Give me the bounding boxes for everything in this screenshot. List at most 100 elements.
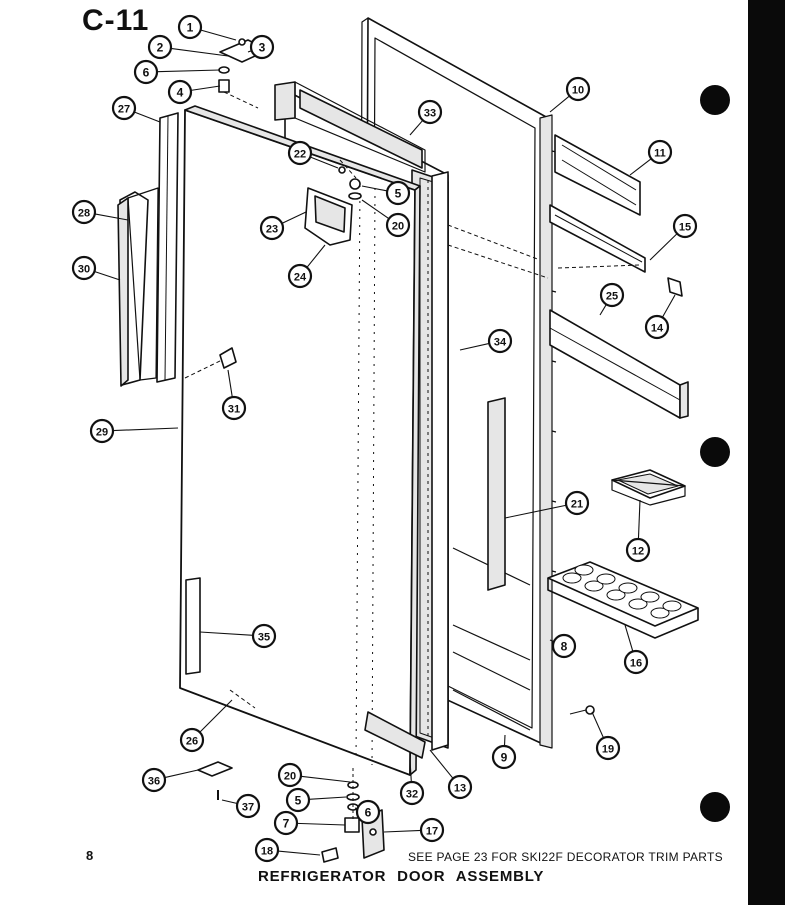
- bushing-top: [218, 79, 230, 93]
- callout-number: 31: [228, 404, 240, 416]
- callout-leader: [227, 369, 233, 398]
- callout-number: 13: [454, 783, 466, 795]
- callout-leader: [156, 69, 221, 73]
- callout-leader: [199, 699, 233, 733]
- callout-number: 20: [284, 771, 296, 783]
- callout-18: 18: [254, 837, 280, 863]
- callout-number: 14: [651, 323, 664, 335]
- callout-21: 21: [564, 490, 590, 516]
- callout-leader: [277, 850, 321, 856]
- callout-leader: [310, 156, 339, 169]
- callout-leader: [599, 304, 607, 316]
- callout-15: 15: [672, 213, 698, 239]
- page-code: C-11: [82, 4, 150, 37]
- callout-4: 4: [167, 79, 193, 105]
- callout-leader: [429, 749, 454, 779]
- callout-number: 22: [294, 149, 306, 161]
- callout-leader: [649, 233, 678, 261]
- callout-22: 22: [287, 140, 313, 166]
- callout-31: 31: [221, 395, 247, 421]
- callout-leader: [383, 829, 422, 833]
- callout-number: 12: [632, 546, 644, 558]
- callout-3: 3: [249, 34, 275, 60]
- shelf-rail-upper: [554, 134, 641, 216]
- dispenser-cover: [304, 187, 353, 246]
- callout-12: 12: [625, 537, 651, 563]
- callout-24: 24: [287, 263, 313, 289]
- callout-number: 3: [259, 41, 266, 55]
- callout-25: 25: [599, 282, 625, 308]
- callout-33: 33: [417, 99, 443, 125]
- callout-leader: [409, 119, 424, 136]
- callout-36: 36: [141, 767, 167, 793]
- callout-number: 33: [424, 108, 436, 120]
- callout-number: 10: [572, 85, 584, 97]
- callout-27: 27: [111, 95, 137, 121]
- callout-number: 27: [118, 104, 130, 116]
- callout-leader: [637, 499, 641, 540]
- callout-number: 28: [78, 208, 90, 220]
- callout-leader: [190, 85, 221, 91]
- callout-number: 32: [406, 789, 418, 801]
- bottom-screw: [321, 847, 339, 863]
- callout-number: 19: [602, 744, 614, 756]
- callout-leader: [94, 213, 129, 221]
- callout-14: 14: [644, 314, 670, 340]
- bottom-cap: [364, 711, 426, 759]
- callout-26: 26: [179, 727, 205, 753]
- callout-leader: [134, 111, 161, 123]
- callout-10: 10: [565, 76, 591, 102]
- callout-8: 8: [551, 633, 577, 659]
- callout-leader: [170, 47, 229, 57]
- callout-number: 6: [143, 66, 150, 80]
- callout-9: 9: [491, 744, 517, 770]
- shelf-bar: [549, 309, 689, 419]
- callout-leader: [409, 759, 412, 783]
- callout-16: 16: [623, 649, 649, 675]
- callout-number: 7: [283, 817, 290, 831]
- callout-number: 6: [365, 806, 372, 820]
- callout-28: 28: [71, 199, 97, 225]
- bottom-bracket: [197, 761, 233, 777]
- callout-leader: [591, 711, 605, 739]
- callout-32: 32: [399, 780, 425, 806]
- callout-20: 20: [385, 212, 411, 238]
- callout-number: 35: [258, 632, 270, 644]
- callout-number: 21: [571, 499, 583, 511]
- callout-number: 23: [266, 224, 278, 236]
- callout-leader: [361, 199, 390, 220]
- callout-number: 15: [679, 222, 691, 234]
- callout-number: 25: [606, 291, 618, 303]
- callout-number: 5: [395, 187, 402, 201]
- callout-11: 11: [647, 139, 673, 165]
- top-bar: [299, 89, 423, 169]
- left-trim-strips: [117, 112, 179, 387]
- callout-23: 23: [259, 215, 285, 241]
- binder-hole-3: [700, 792, 730, 822]
- callout-2: 2: [147, 34, 173, 60]
- page-number: 8: [86, 848, 94, 863]
- scan-edge-bar: [748, 0, 785, 905]
- callout-number: 34: [494, 337, 507, 349]
- callout-leader: [459, 342, 490, 351]
- callout-leader: [629, 158, 652, 176]
- callout-number: 29: [96, 427, 108, 439]
- door-outer-panel: [179, 105, 421, 776]
- butter-tray: [611, 469, 686, 506]
- callout-leader: [504, 504, 567, 519]
- callout-number: 37: [242, 802, 254, 814]
- bottom-bushing: [344, 817, 360, 833]
- callout-5: 5: [385, 180, 411, 206]
- callout-leader: [549, 95, 570, 113]
- callout-leader: [503, 734, 506, 747]
- callout-number: 8: [561, 640, 568, 654]
- callout-number: 36: [148, 776, 160, 788]
- callout-leader: [624, 624, 634, 652]
- callout-number: 5: [295, 794, 302, 808]
- callout-7: 7: [273, 810, 299, 836]
- callout-30: 30: [71, 255, 97, 281]
- binder-hole-1: [700, 85, 730, 115]
- callout-29: 29: [89, 418, 115, 444]
